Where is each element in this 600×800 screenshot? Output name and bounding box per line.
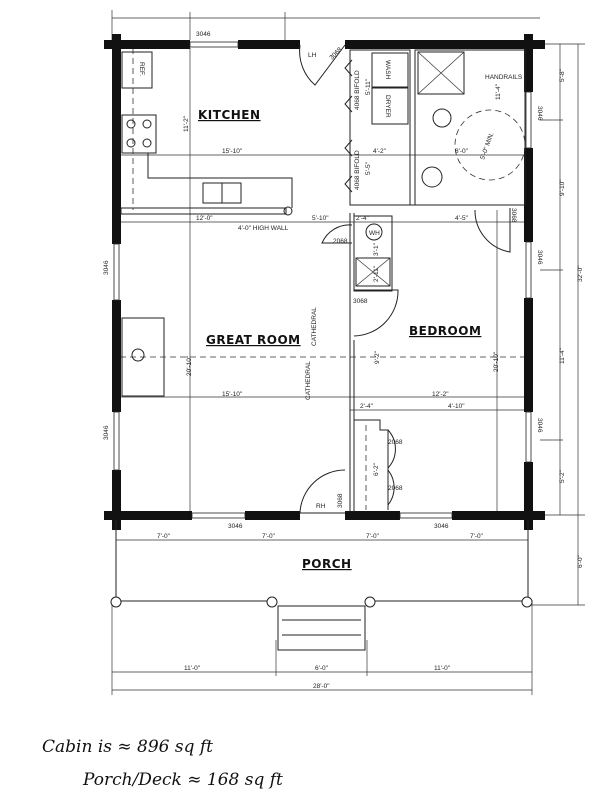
wash-label: WASH [384, 60, 391, 80]
room-label-bedroom: BEDROOM [409, 324, 481, 338]
dim-label: 3'-1" [373, 242, 380, 256]
room-label-porch: PORCH [302, 557, 352, 571]
room-label-kitchen: KITCHEN [198, 108, 261, 122]
door-label: 3068 [328, 46, 343, 61]
dim-label: 2'-11" [373, 265, 380, 282]
dryer-label: DRYER [384, 95, 391, 118]
lh-label: LH [308, 52, 317, 59]
window-label: 3046 [536, 106, 543, 121]
dim-label: 11'-0" [434, 665, 451, 672]
dim-label: 7'-0" [366, 533, 380, 540]
dim-label: 6'-0" [577, 554, 584, 568]
toilet [432, 108, 452, 128]
washer [371, 52, 409, 88]
shower [417, 51, 465, 95]
stove [121, 114, 157, 154]
window-label: 3046 [103, 260, 110, 275]
refrigerator [121, 51, 153, 89]
note-cabin-area: Cabin is ≈ 896 sq ft [42, 737, 213, 757]
dim-label: 2'-4" [356, 215, 370, 222]
door-label: 3068 [337, 493, 344, 508]
dim-label: 11'-0" [184, 665, 201, 672]
bifold-label: 4068 BIFOLD [354, 70, 361, 110]
door-swing [299, 44, 346, 86]
rh-label: RH [316, 503, 326, 510]
door-label: 2068 [388, 485, 403, 492]
interior-walls [120, 44, 526, 514]
dim-label: 5'-5" [365, 161, 372, 175]
sink-bath [421, 166, 443, 188]
dim-label: 12'-0" [196, 215, 213, 222]
window-label: 3046 [103, 425, 110, 440]
dim-label: 28'-0" [313, 683, 330, 690]
dim-label: 12'-2" [432, 391, 449, 398]
dim-label: 15'-10" [222, 391, 243, 398]
door-label: 3068 [510, 208, 517, 223]
dim-label: 5'-8" [559, 68, 566, 82]
wh-label: WH [369, 230, 380, 237]
cathedral-label: CATHEDRAL [311, 307, 318, 346]
turning-circle [454, 109, 526, 181]
window-label: 3046 [228, 523, 243, 530]
dim-label: 5'-10" [312, 215, 329, 222]
dim-label: 20'-10" [186, 355, 193, 376]
high-wall-label: 4'-0" HIGH WALL [238, 225, 289, 232]
ref-label: REF. [138, 62, 145, 76]
door-label: 3068 [353, 298, 368, 305]
windows [113, 41, 532, 519]
dim-label: 2'-4" [360, 403, 374, 410]
exterior-walls [104, 34, 545, 530]
dim-label: 5'-11" [365, 78, 372, 95]
fireplace [121, 317, 165, 397]
dimension-lines [111, 10, 585, 695]
dim-label: 32'-0" [577, 265, 584, 282]
door-label: 2068 [388, 439, 403, 446]
dim-label: 7'-0" [470, 533, 484, 540]
dim-label: 4'-10" [448, 403, 465, 410]
dim-label: 20'-10" [493, 351, 500, 372]
dryer [371, 87, 409, 125]
dim-label: 15'-10" [222, 148, 243, 155]
dim-label: 9'-10" [559, 179, 566, 196]
window-label: 3046 [536, 250, 543, 265]
dim-label: 11'-4" [495, 83, 502, 100]
window-label: 3046 [434, 523, 449, 530]
note-porch-area: Porch/Deck ≈ 168 sq ft [82, 770, 283, 790]
high-wall [120, 207, 287, 215]
steps [277, 605, 366, 651]
cathedral-label: CATHEDRAL [305, 361, 312, 400]
dim-label: 6'-2" [373, 462, 380, 476]
dim-label: 11'-4" [559, 347, 566, 364]
dim-label: 4'-2" [373, 148, 387, 155]
dim-label: 11'-2" [183, 115, 190, 132]
dim-label: 5'-2" [559, 469, 566, 483]
room-label-great-room: GREAT ROOM [206, 333, 301, 347]
dim-label: 6'-0" [315, 665, 329, 672]
dim-label: 8'-0" [455, 148, 469, 155]
bifold-label: 4068 BIFOLD [354, 150, 361, 190]
porch [110, 520, 533, 651]
window-label: 3046 [196, 31, 211, 38]
dim-label: 7'-0" [262, 533, 276, 540]
dim-label: 9'-2" [374, 350, 381, 364]
door-label: 2068 [333, 238, 348, 245]
window-label: 3046 [536, 418, 543, 433]
dim-label: 4'-5" [455, 215, 469, 222]
min-turn-label: 5'-0" MIN. [479, 131, 495, 160]
handrails-label: HANDRAILS [485, 74, 523, 81]
dim-label: 7'-0" [157, 533, 171, 540]
